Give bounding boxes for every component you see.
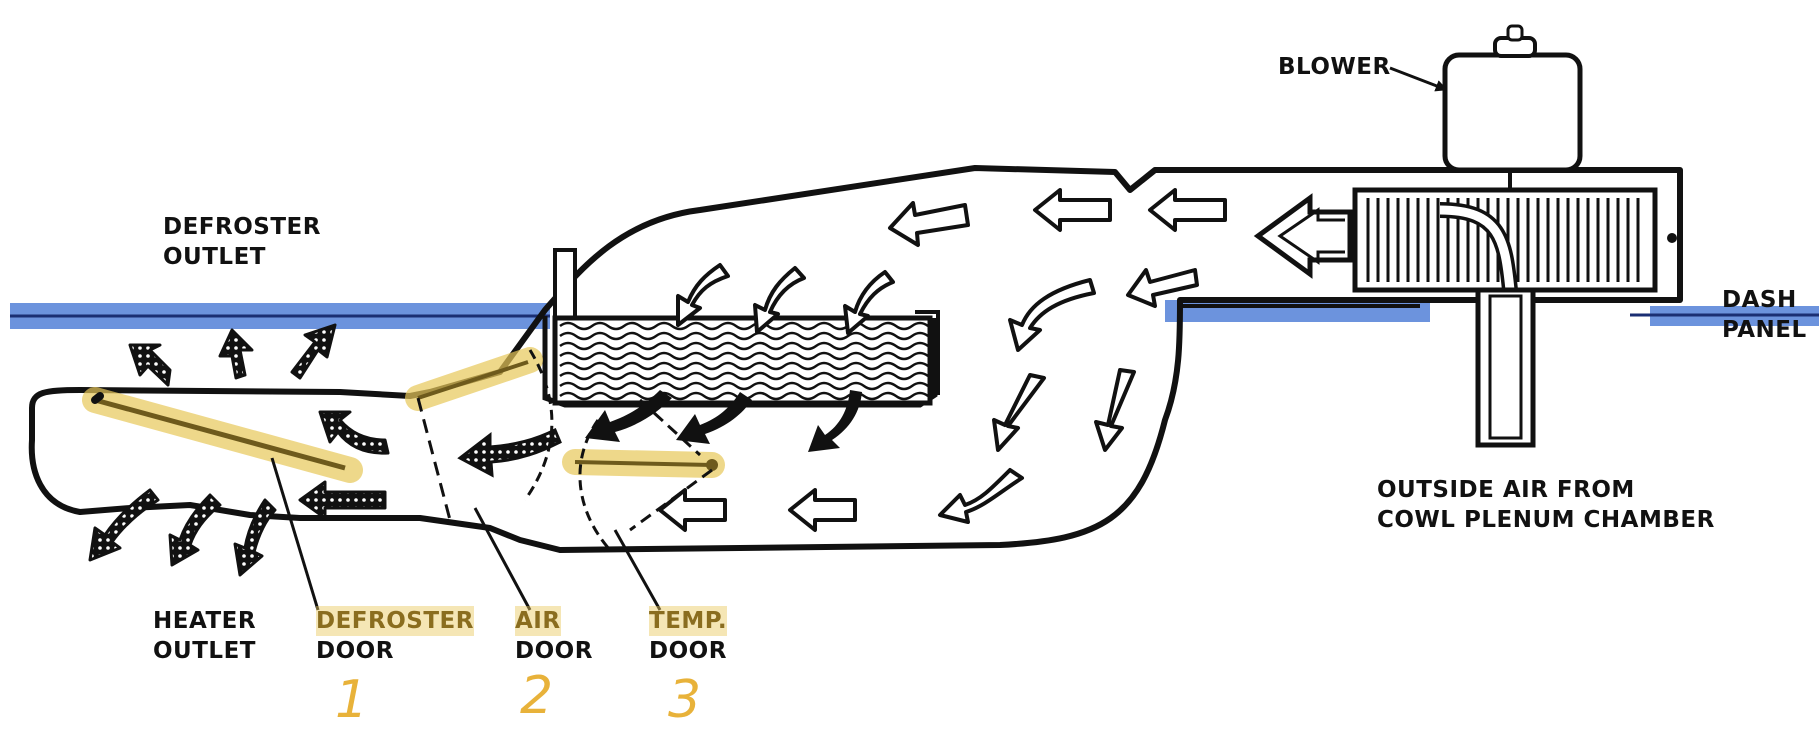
outside-air-label: OUTSIDE AIR FROM COWL PLENUM CHAMBER [1377, 477, 1715, 533]
air-door-number: 2 [520, 666, 554, 726]
heater-core [552, 310, 940, 406]
heated-air-arrows [457, 390, 862, 478]
blower-motor [1389, 24, 1583, 190]
outside-air-flow-arrows [658, 188, 1227, 532]
heater-housing-outline [28, 165, 1683, 553]
air-door-label: AIR DOOR [515, 606, 593, 664]
blower-wheel [1352, 187, 1677, 448]
temp-door-label: TEMP. DOOR [649, 606, 728, 664]
label-leader-lines [270, 457, 662, 611]
blower-outlet-arrow [1253, 193, 1353, 279]
air-door [405, 347, 554, 521]
defroster-door-number: 1 [335, 670, 369, 730]
dash-panel-line [10, 300, 1819, 329]
heater-outlet-label: HEATER OUTLET [153, 608, 257, 664]
defroster-duct-stub [553, 248, 577, 322]
dash-panel-label: DASH PANEL [1722, 287, 1807, 343]
heater-outlet-arrows [88, 323, 390, 577]
defroster-door [82, 387, 363, 483]
blower-label: BLOWER [1278, 54, 1391, 80]
cowl-intake-duct [1475, 287, 1536, 448]
defroster-door-label: DEFROSTER DOOR [316, 606, 474, 664]
defroster-outlet-label: DEFROSTER OUTLET [163, 214, 321, 270]
temp-door-number: 3 [668, 670, 702, 730]
temp-door [562, 398, 725, 551]
